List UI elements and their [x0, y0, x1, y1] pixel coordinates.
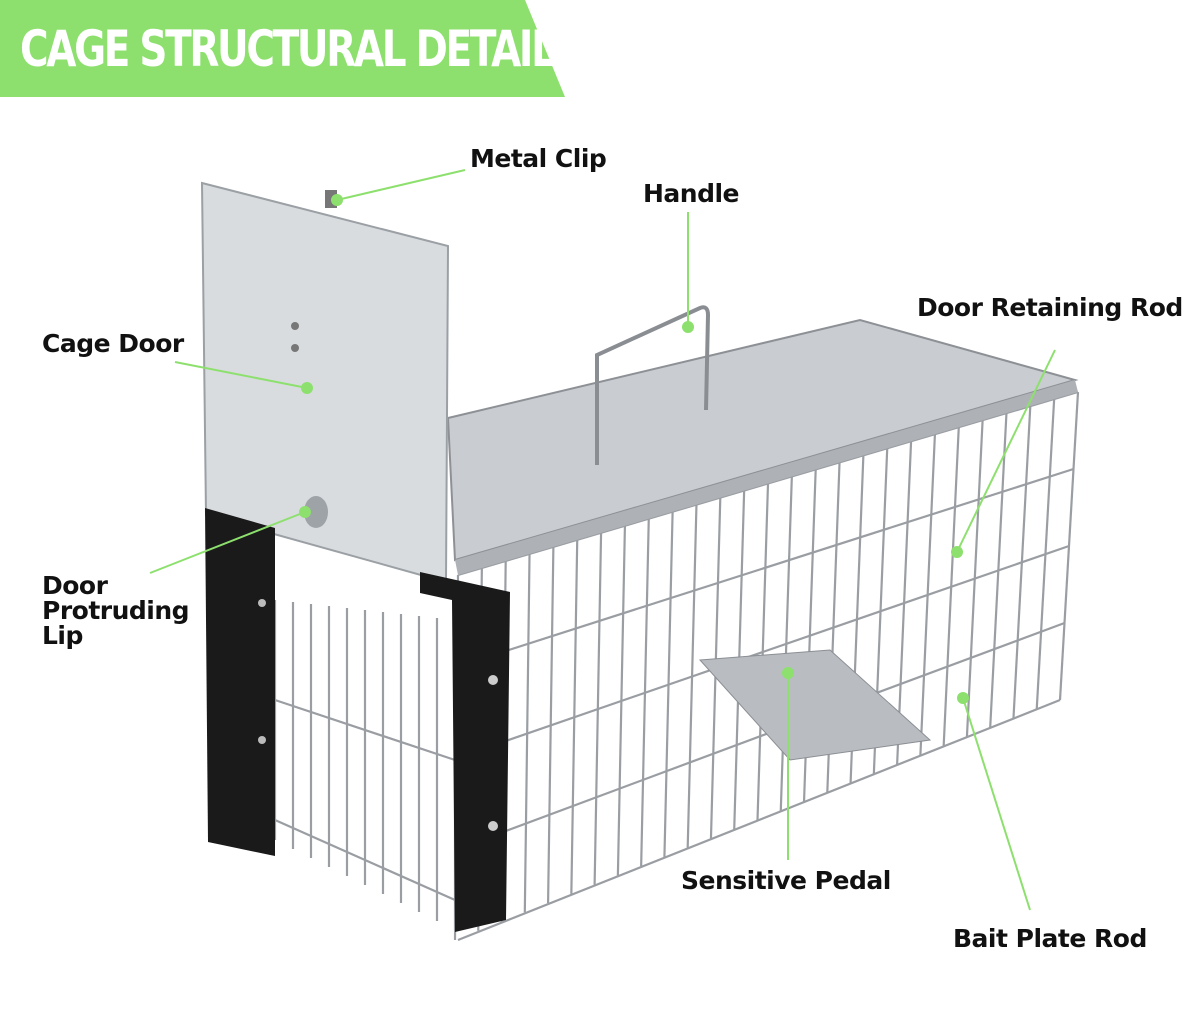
page-title: CAGE STRUCTURAL DETAILS: [20, 20, 582, 78]
wire: [274, 818, 456, 902]
wire: [457, 621, 1065, 850]
label-cage-door: Cage Door: [42, 329, 184, 358]
wire: [274, 698, 456, 762]
callout-lines: [149, 169, 1056, 911]
label-door-protruding-lip-2: Protruding: [42, 596, 190, 625]
right-bracket: [420, 572, 510, 932]
wire: [457, 544, 1070, 759]
wire: [457, 467, 1074, 668]
label-bait-plate-rod: Bait Plate Rod: [953, 924, 1147, 953]
left-bracket: [205, 508, 275, 856]
title-banner: [0, 0, 565, 97]
label-door-protruding-lip-1: Door: [42, 571, 108, 600]
label-door-retaining-rod: Door Retaining Rod: [917, 293, 1183, 322]
label-sensitive-pedal: Sensitive Pedal: [681, 866, 891, 895]
label-metal-clip: Metal Clip: [470, 144, 607, 173]
wire: [457, 698, 1061, 942]
sensitive-pedal: [698, 649, 932, 761]
handle: [595, 305, 711, 465]
door-protruding-lip: [304, 496, 328, 528]
label-handle: Handle: [643, 179, 740, 208]
label-door-protruding-lip-3: Lip: [42, 621, 83, 650]
